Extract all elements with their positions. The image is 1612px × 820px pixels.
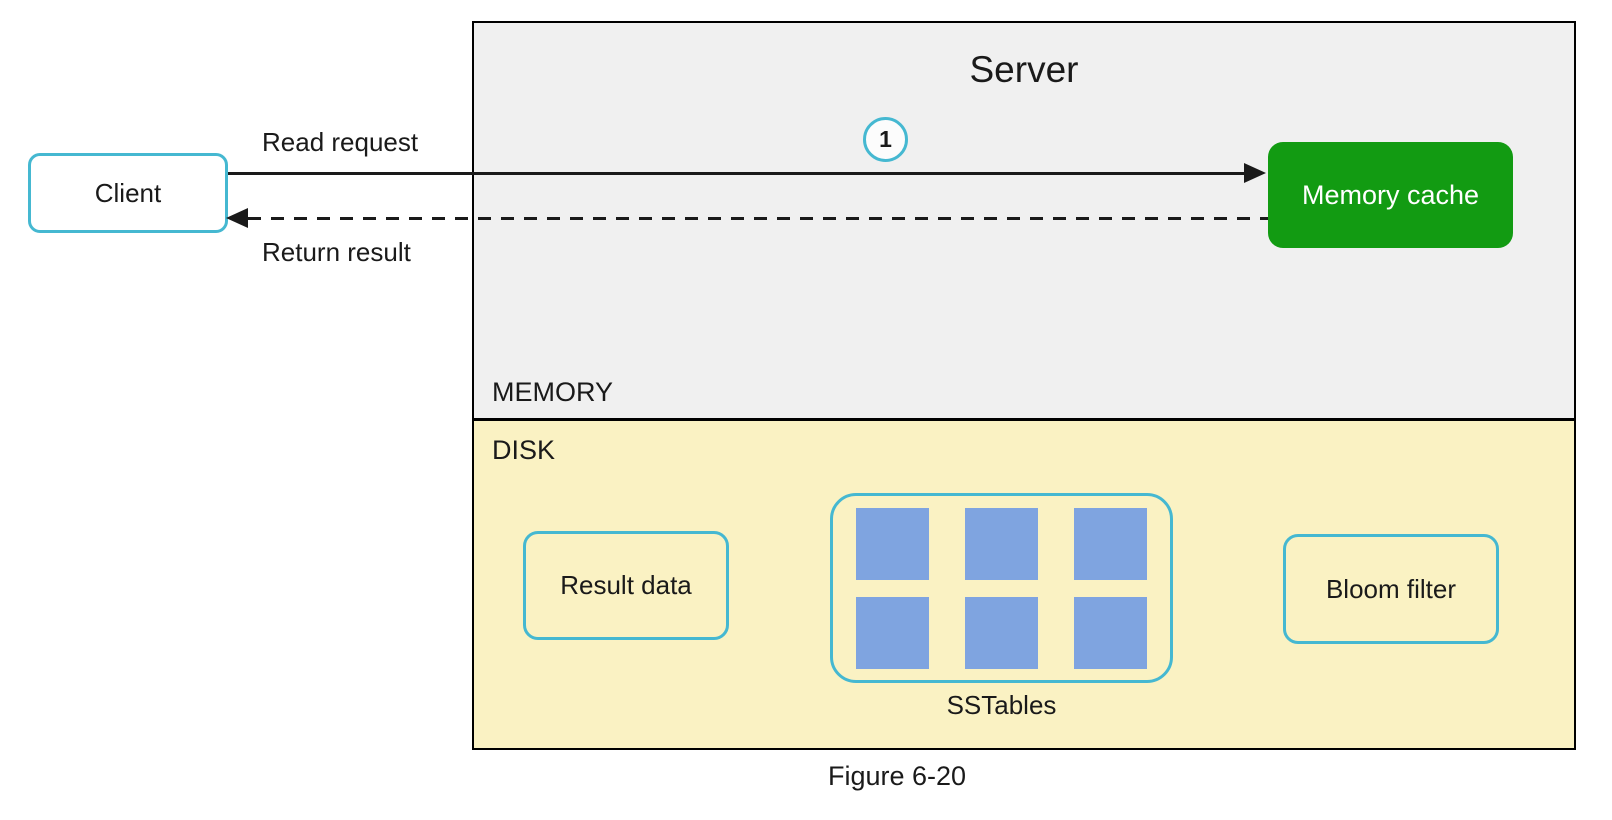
sstable-block xyxy=(1074,596,1147,669)
step-1-number: 1 xyxy=(879,126,892,152)
server-title: Server xyxy=(969,49,1079,90)
disk-section: DISK xyxy=(474,421,1574,748)
sstables-label: SSTables xyxy=(946,690,1057,720)
step-1-badge: 1 xyxy=(863,117,908,162)
read-request-arrowhead-icon xyxy=(1244,163,1266,183)
return-result-label: Return result xyxy=(262,237,411,267)
disk-label: DISK xyxy=(492,435,556,465)
sstable-block xyxy=(856,596,929,669)
bloom-filter-label: Bloom filter xyxy=(1325,573,1457,604)
sstable-block xyxy=(965,596,1038,669)
client-label: Client xyxy=(94,177,162,208)
bloom-filter-node: Bloom filter xyxy=(1283,534,1499,644)
memory-cache-label: Memory cache xyxy=(1301,179,1480,210)
return-result-arrowhead-icon xyxy=(226,208,248,228)
client-node: Client xyxy=(28,153,228,233)
read-request-label: Read request xyxy=(262,127,419,157)
memory-label: MEMORY xyxy=(492,377,614,407)
return-result-arrow-line xyxy=(248,217,1268,220)
sstable-block xyxy=(965,507,1038,580)
sstables-node xyxy=(830,493,1173,683)
server-box: Server MEMORY DISK xyxy=(472,21,1576,750)
read-request-arrow-line xyxy=(228,172,1250,175)
sstable-block xyxy=(856,507,929,580)
memory-cache-node: Memory cache xyxy=(1268,142,1513,248)
figure-caption: Figure 6-20 xyxy=(827,761,967,791)
sstable-block xyxy=(1074,507,1147,580)
result-data-label: Result data xyxy=(560,570,692,600)
result-data-node: Result data xyxy=(523,531,729,640)
